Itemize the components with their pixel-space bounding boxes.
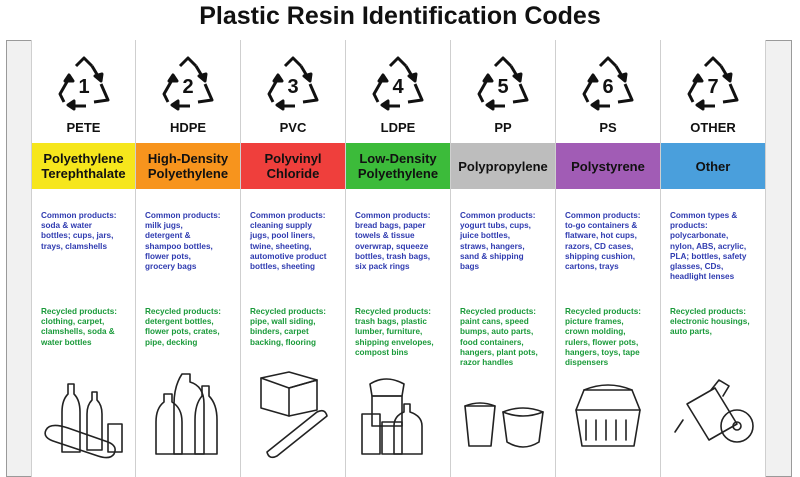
resin-number-label: 5 bbox=[497, 76, 508, 98]
container-illustration bbox=[556, 362, 660, 462]
resin-symbol: 2 bbox=[136, 54, 240, 118]
resin-name-band: Low-Density Polyethylene bbox=[346, 143, 450, 189]
resin-name: High-Density Polyethylene bbox=[147, 151, 229, 181]
resin-symbol: 7 bbox=[661, 54, 765, 118]
resin-abbreviation: LDPE bbox=[380, 120, 416, 135]
resin-name: Low-Density Polyethylene bbox=[357, 151, 439, 181]
recycled-products-text: Recycled products: pipe, wall siding, bi… bbox=[250, 307, 326, 347]
recycled-products-text: Recycled products: electronic housings, … bbox=[670, 307, 750, 337]
resin-abbreviation: PVC bbox=[279, 120, 307, 135]
common-products-text: Common products: yogurt tubs, cups, juic… bbox=[460, 211, 536, 272]
common-products-text: Common products: bread bags, paper towel… bbox=[355, 211, 431, 272]
resin-symbol: 4 bbox=[346, 54, 450, 118]
bottles-illustration bbox=[32, 362, 135, 462]
resin-abbreviation: PS bbox=[599, 120, 617, 135]
resin-symbol: 1 bbox=[32, 54, 135, 118]
common-products-text: Common types & products: polycarbonate, … bbox=[670, 211, 747, 282]
common-products-text: Common products: to-go containers & flat… bbox=[565, 211, 641, 272]
resin-abbreviation: PETE bbox=[66, 120, 101, 135]
recycled-products-text: Recycled products: trash bags, plastic l… bbox=[355, 307, 434, 357]
spray-cd-illustration bbox=[661, 362, 765, 462]
resin-symbol: 3 bbox=[241, 54, 345, 118]
resin-name: Polyethylene Terephthalate bbox=[41, 151, 126, 181]
recycle-triangle-icon: 2 bbox=[162, 56, 214, 111]
resin-name-band: Polypropylene bbox=[451, 143, 555, 189]
jugs-illustration bbox=[136, 362, 240, 462]
resin-name-band: Other bbox=[661, 143, 765, 189]
common-products-text: Common products: cleaning supply jugs, p… bbox=[250, 211, 327, 272]
recycled-products-text: Recycled products: clothing, carpet, cla… bbox=[41, 307, 117, 347]
resin-number-label: 2 bbox=[182, 76, 193, 98]
resin-abbreviation: HDPE bbox=[169, 120, 207, 135]
page-title: Plastic Resin Identification Codes bbox=[199, 2, 601, 30]
resin-name-band: Polyethylene Terephthalate bbox=[32, 143, 135, 189]
resin-name: Polypropylene bbox=[458, 158, 548, 174]
resin-name-band: Polystyrene bbox=[556, 143, 660, 189]
resin-abbreviation: OTHER bbox=[690, 120, 736, 135]
recycle-triangle-icon: 7 bbox=[687, 56, 739, 111]
resin-symbol: 6 bbox=[556, 54, 660, 118]
recycle-triangle-icon: 1 bbox=[58, 56, 109, 111]
resin-number-label: 1 bbox=[78, 76, 89, 98]
resin-number-label: 6 bbox=[602, 76, 613, 98]
recycled-products-text: Recycled products: paint cans, speed bum… bbox=[460, 307, 538, 368]
resin-name: Polystyrene bbox=[571, 158, 645, 174]
resin-name-band: Polyvinyl Chloride bbox=[241, 143, 345, 189]
recycle-triangle-icon: 3 bbox=[267, 56, 319, 111]
recycled-products-text: Recycled products: detergent bottles, fl… bbox=[145, 307, 221, 347]
resin-name: Other bbox=[695, 158, 731, 174]
resin-number-label: 7 bbox=[707, 76, 718, 98]
recycle-triangle-icon: 6 bbox=[582, 56, 634, 111]
recycle-triangle-icon: 4 bbox=[372, 56, 424, 111]
cup-tub-illustration bbox=[451, 362, 555, 462]
resin-name: Polyvinyl Chloride bbox=[264, 151, 322, 181]
common-products-text: Common products: soda & water bottles; c… bbox=[41, 211, 117, 251]
resin-abbreviation: PP bbox=[494, 120, 512, 135]
resin-number-label: 3 bbox=[287, 76, 298, 98]
resin-number-label: 4 bbox=[392, 76, 404, 98]
recycle-triangle-icon: 5 bbox=[477, 56, 529, 111]
recycled-products-text: Recycled products: picture frames, crown… bbox=[565, 307, 641, 368]
common-products-text: Common products: milk jugs, detergent & … bbox=[145, 211, 221, 272]
resin-name-band: High-Density Polyethylene bbox=[136, 143, 240, 189]
bag-bottles-illustration bbox=[346, 362, 450, 462]
resin-symbol: 5 bbox=[451, 54, 555, 118]
box-pipe-illustration bbox=[241, 362, 345, 462]
